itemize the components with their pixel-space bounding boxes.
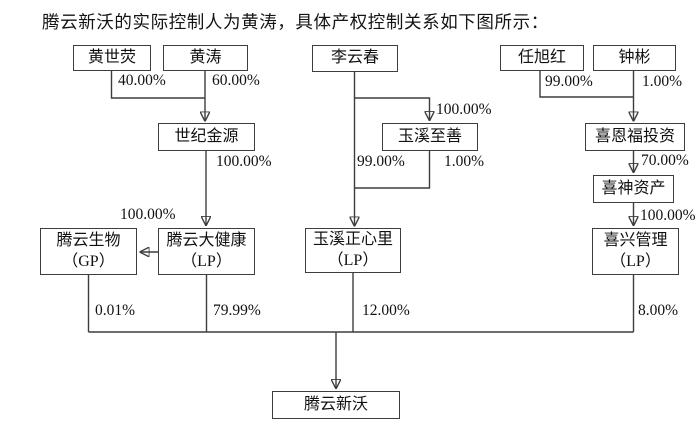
node-label: 玉溪至善 bbox=[397, 127, 462, 145]
caption-text: 腾云新沃的实际控制人为黄涛，具体产权控制关系如下图所示： bbox=[42, 12, 549, 32]
pct-label-60: 60.00% bbox=[212, 72, 260, 89]
node-huang-shiying: 黄世荧 bbox=[73, 45, 151, 71]
node-ren-xuhong: 任旭红 bbox=[500, 45, 584, 71]
node-zhong-bin: 钟彬 bbox=[593, 45, 676, 71]
node-yuxi-zhishan: 玉溪至善 bbox=[382, 123, 478, 151]
node-shiji-jinyuan: 世纪金源 bbox=[158, 123, 255, 151]
node-label: 腾云大健康 （LP） bbox=[166, 231, 247, 270]
node-tengyun-shengwu-gp: 腾云生物 （GP） bbox=[40, 228, 137, 275]
node-label: 腾云新沃 bbox=[303, 395, 368, 413]
node-label: 黄世荧 bbox=[87, 48, 136, 66]
node-tengyun-xinwo: 腾云新沃 bbox=[272, 391, 400, 419]
pct-label-1-right: 1.00% bbox=[642, 73, 683, 90]
pct-label-100-xishen: 100.00% bbox=[640, 207, 696, 224]
node-label: 腾云生物 （GP） bbox=[56, 231, 121, 270]
pct-label-40: 40.00% bbox=[118, 72, 166, 89]
pct-label-8: 8.00% bbox=[638, 302, 679, 319]
node-label: 黄涛 bbox=[189, 48, 222, 66]
node-label: 玉溪正心里 （LP） bbox=[312, 230, 393, 269]
pct-label-99-mid: 99.00% bbox=[357, 153, 405, 170]
node-li-yunchun: 李云春 bbox=[312, 45, 398, 72]
pct-label-100-zhishan: 100.00% bbox=[436, 101, 492, 118]
node-huang-tao: 黄涛 bbox=[163, 45, 248, 71]
node-label: 世纪金源 bbox=[174, 127, 239, 145]
node-xienfu-touzi: 喜恩福投资 bbox=[585, 123, 685, 151]
node-yuxi-zhengxinli-lp: 玉溪正心里 （LP） bbox=[305, 228, 401, 273]
node-label: 任旭红 bbox=[517, 48, 566, 66]
pct-label-001: 0.01% bbox=[95, 302, 136, 319]
edge-renxuhong-join bbox=[539, 70, 634, 98]
pct-label-70: 70.00% bbox=[641, 152, 689, 169]
pct-label-100-shengwu: 100.00% bbox=[120, 206, 176, 223]
pct-label-100-shijijinyuan: 100.00% bbox=[216, 153, 272, 170]
node-label: 李云春 bbox=[330, 49, 379, 67]
node-xishen-zichan: 喜神资产 bbox=[593, 175, 674, 203]
edge-huangshiying-join bbox=[110, 70, 205, 99]
node-label: 喜兴管理 （LP） bbox=[603, 231, 668, 270]
node-label: 喜恩福投资 bbox=[594, 127, 675, 145]
pct-label-99-right: 99.00% bbox=[545, 73, 593, 90]
edge-liyunchun-zhishan-arrow bbox=[354, 97, 430, 120]
pct-label-1-mid: 1.00% bbox=[444, 153, 485, 170]
node-xixing-guanli-lp: 喜兴管理 （LP） bbox=[592, 228, 679, 275]
edge-zhishan-join bbox=[354, 150, 431, 189]
pct-label-7999: 79.99% bbox=[213, 302, 261, 319]
node-label: 钟彬 bbox=[618, 48, 651, 66]
node-label: 喜神资产 bbox=[601, 179, 666, 197]
pct-label-12: 12.00% bbox=[362, 302, 410, 319]
node-tengyun-dajiankang-lp: 腾云大健康 （LP） bbox=[158, 228, 255, 275]
